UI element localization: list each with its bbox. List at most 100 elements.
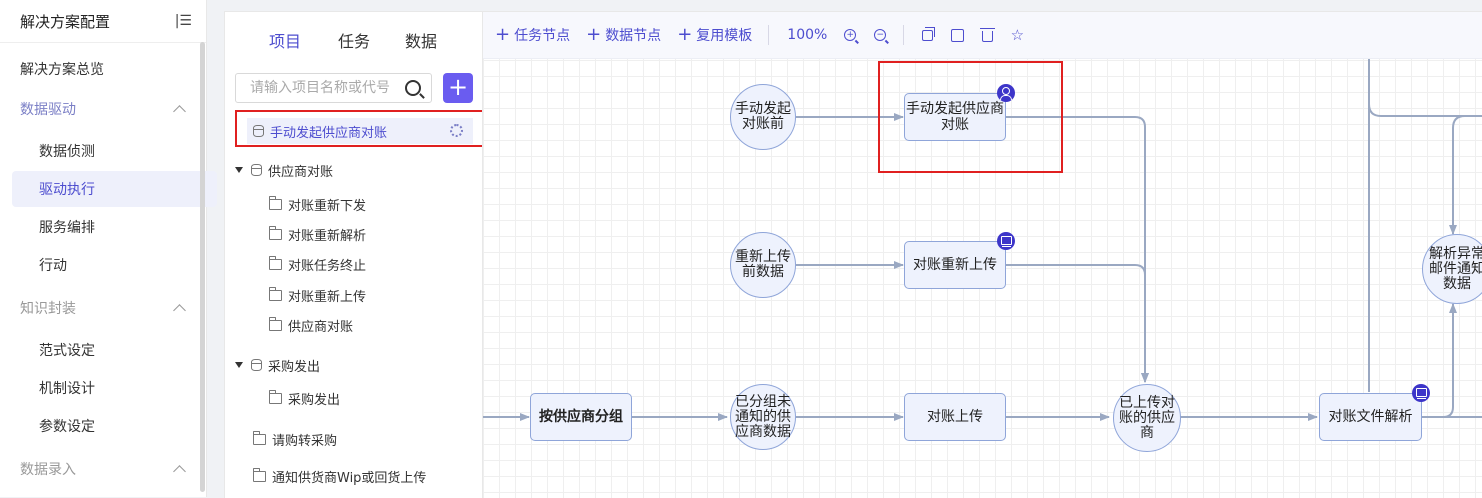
sidebar-group-knowledge[interactable]: 知识封装: [12, 290, 190, 326]
tree-group-purchase-out[interactable]: 采购发出: [235, 354, 320, 376]
tree-item-label: 采购发出: [288, 392, 341, 408]
sidebar-item-label: 参数设定: [39, 419, 95, 435]
edge: [1006, 116, 1149, 383]
tree-item-label: 通知供货商Wip或回货上传: [272, 470, 427, 486]
sidebar-scrollbar[interactable]: [200, 42, 205, 492]
sidebar-item-drive-exec[interactable]: 驱动执行: [12, 171, 217, 207]
flow-node-label: 对账上传: [927, 409, 983, 425]
sidebar-group-data-entry[interactable]: 数据录入: [12, 451, 190, 487]
star-icon: ☆: [1010, 26, 1025, 44]
sidebar-title: 解决方案配置: [20, 12, 111, 31]
tree-item-label: 请购转采购: [272, 433, 338, 449]
project-search-input[interactable]: [248, 79, 412, 97]
sidebar-item-paradigm[interactable]: 范式设定: [12, 332, 217, 368]
add-project-button[interactable]: +: [443, 73, 473, 103]
flow-node-task[interactable]: 对账重新上传: [904, 241, 1006, 289]
tree-item[interactable]: 供应商对账: [269, 314, 353, 336]
collapse-menu-icon[interactable]: |☰: [174, 13, 192, 29]
copy-button[interactable]: [920, 26, 935, 42]
flow-node-label: 手动发起供应商对账: [906, 101, 1004, 133]
user-badge: [997, 84, 1015, 102]
search-icon[interactable]: [405, 80, 421, 96]
zoom-out-button[interactable]: −: [873, 28, 887, 42]
tree-item[interactable]: 通知供货商Wip或回货上传: [253, 465, 426, 487]
paste-icon: [950, 28, 964, 42]
sidebar-item-label: 服务编排: [39, 220, 95, 236]
toolbar-divider: [768, 25, 770, 45]
tab-projects[interactable]: 项目: [269, 32, 302, 51]
flow-canvas[interactable]: +任务节点 +数据节点 +复用模板 100% + − ☆: [482, 11, 1482, 498]
toolbar-divider: [903, 25, 905, 45]
sidebar-item-service-orch[interactable]: 服务编排: [12, 209, 217, 245]
tree-item-label: 采购发出: [268, 359, 321, 375]
system-badge: [1412, 384, 1430, 402]
sidebar-item-overview[interactable]: 解决方案总览: [12, 51, 198, 87]
flow-node-circle[interactable]: 已分组未通知的供应商数据: [730, 384, 796, 450]
sidebar-item-params[interactable]: 参数设定: [12, 408, 217, 444]
edge: [1422, 303, 1457, 418]
tree-item[interactable]: 请购转采购: [253, 428, 337, 450]
flow-node-task[interactable]: 手动发起供应商对账: [904, 93, 1006, 141]
tree-tabs: 项目 任务 数据: [225, 12, 483, 64]
folder-icon: [269, 195, 282, 210]
flow-node-label: 对账文件解析: [1328, 409, 1413, 425]
edge: [1449, 115, 1482, 235]
add-data-node-button[interactable]: +数据节点: [586, 25, 661, 45]
sidebar-item-label: 行动: [39, 258, 67, 274]
add-task-node-button[interactable]: +任务节点: [495, 25, 570, 45]
caret-down-icon[interactable]: [235, 167, 243, 173]
sidebar-item-data-detect[interactable]: 数据侦测: [12, 133, 217, 169]
tree-item[interactable]: 对账重新下发: [269, 193, 366, 215]
toolbar-label: 任务节点: [514, 28, 571, 44]
folder-icon: [269, 316, 282, 331]
flow-node-circle[interactable]: 解析异常邮件通知数据: [1422, 234, 1482, 304]
sidebar-item-label: 机制设计: [39, 381, 95, 397]
monitor-icon: [1415, 387, 1427, 399]
tree-item[interactable]: 采购发出: [269, 387, 340, 409]
favorite-button[interactable]: ☆: [1010, 26, 1025, 44]
zoom-out-icon: −: [874, 29, 887, 41]
sidebar-group-label: 数据驱动: [20, 102, 76, 118]
system-badge: [997, 232, 1015, 250]
tree-group-supplier-recon[interactable]: 供应商对账: [235, 159, 333, 181]
chevron-up-icon: [173, 303, 186, 317]
zoom-in-icon: +: [844, 29, 857, 41]
folder-icon: [269, 225, 282, 240]
tree-item-selected-project[interactable]: 手动发起供应商对账: [247, 118, 473, 144]
plus-icon: +: [495, 24, 511, 45]
flow-node-circle[interactable]: 已上传对账的供应商: [1113, 384, 1181, 452]
delete-button[interactable]: [979, 28, 995, 42]
tree-item[interactable]: 对账重新解析: [269, 223, 366, 245]
paste-button[interactable]: [950, 28, 964, 42]
plus-icon: +: [677, 24, 693, 45]
trash-icon: [979, 28, 995, 42]
database-icon: [251, 164, 262, 176]
flow-node-label: 按供应商分组: [539, 409, 623, 425]
sidebar-group-label: 数据录入: [20, 462, 76, 478]
sidebar-group-label: 知识封装: [20, 301, 76, 317]
toolbar-label: 数据节点: [605, 28, 662, 44]
flow-node-task[interactable]: 对账文件解析: [1319, 393, 1422, 441]
flow-node-task[interactable]: 对账上传: [904, 393, 1006, 441]
gear-icon[interactable]: [450, 124, 463, 137]
tree-item[interactable]: 对账重新上传: [269, 284, 366, 306]
sidebar-item-mechanism[interactable]: 机制设计: [12, 370, 217, 406]
flow-node-task[interactable]: 按供应商分组: [530, 393, 632, 441]
database-icon: [251, 359, 262, 371]
tree-item-label: 对账重新下发: [288, 198, 367, 214]
sidebar-item-action[interactable]: 行动: [12, 247, 217, 283]
flow-node-circle[interactable]: 重新上传前数据: [730, 232, 796, 298]
flow-node-circle[interactable]: 手动发起对账前: [730, 84, 796, 150]
folder-icon: [253, 467, 266, 482]
tab-tasks[interactable]: 任务: [338, 32, 371, 51]
zoom-in-button[interactable]: +: [843, 28, 857, 42]
folder-icon: [253, 430, 266, 445]
caret-down-icon[interactable]: [235, 362, 243, 368]
tab-data[interactable]: 数据: [405, 32, 438, 51]
flow-edges: [483, 59, 1482, 421]
folder-icon: [269, 286, 282, 301]
reuse-template-button[interactable]: +复用模板: [677, 25, 752, 45]
tree-item[interactable]: 对账任务终止: [269, 253, 366, 275]
sidebar-group-data-driven[interactable]: 数据驱动: [12, 91, 190, 127]
monitor-icon: [1000, 235, 1012, 247]
